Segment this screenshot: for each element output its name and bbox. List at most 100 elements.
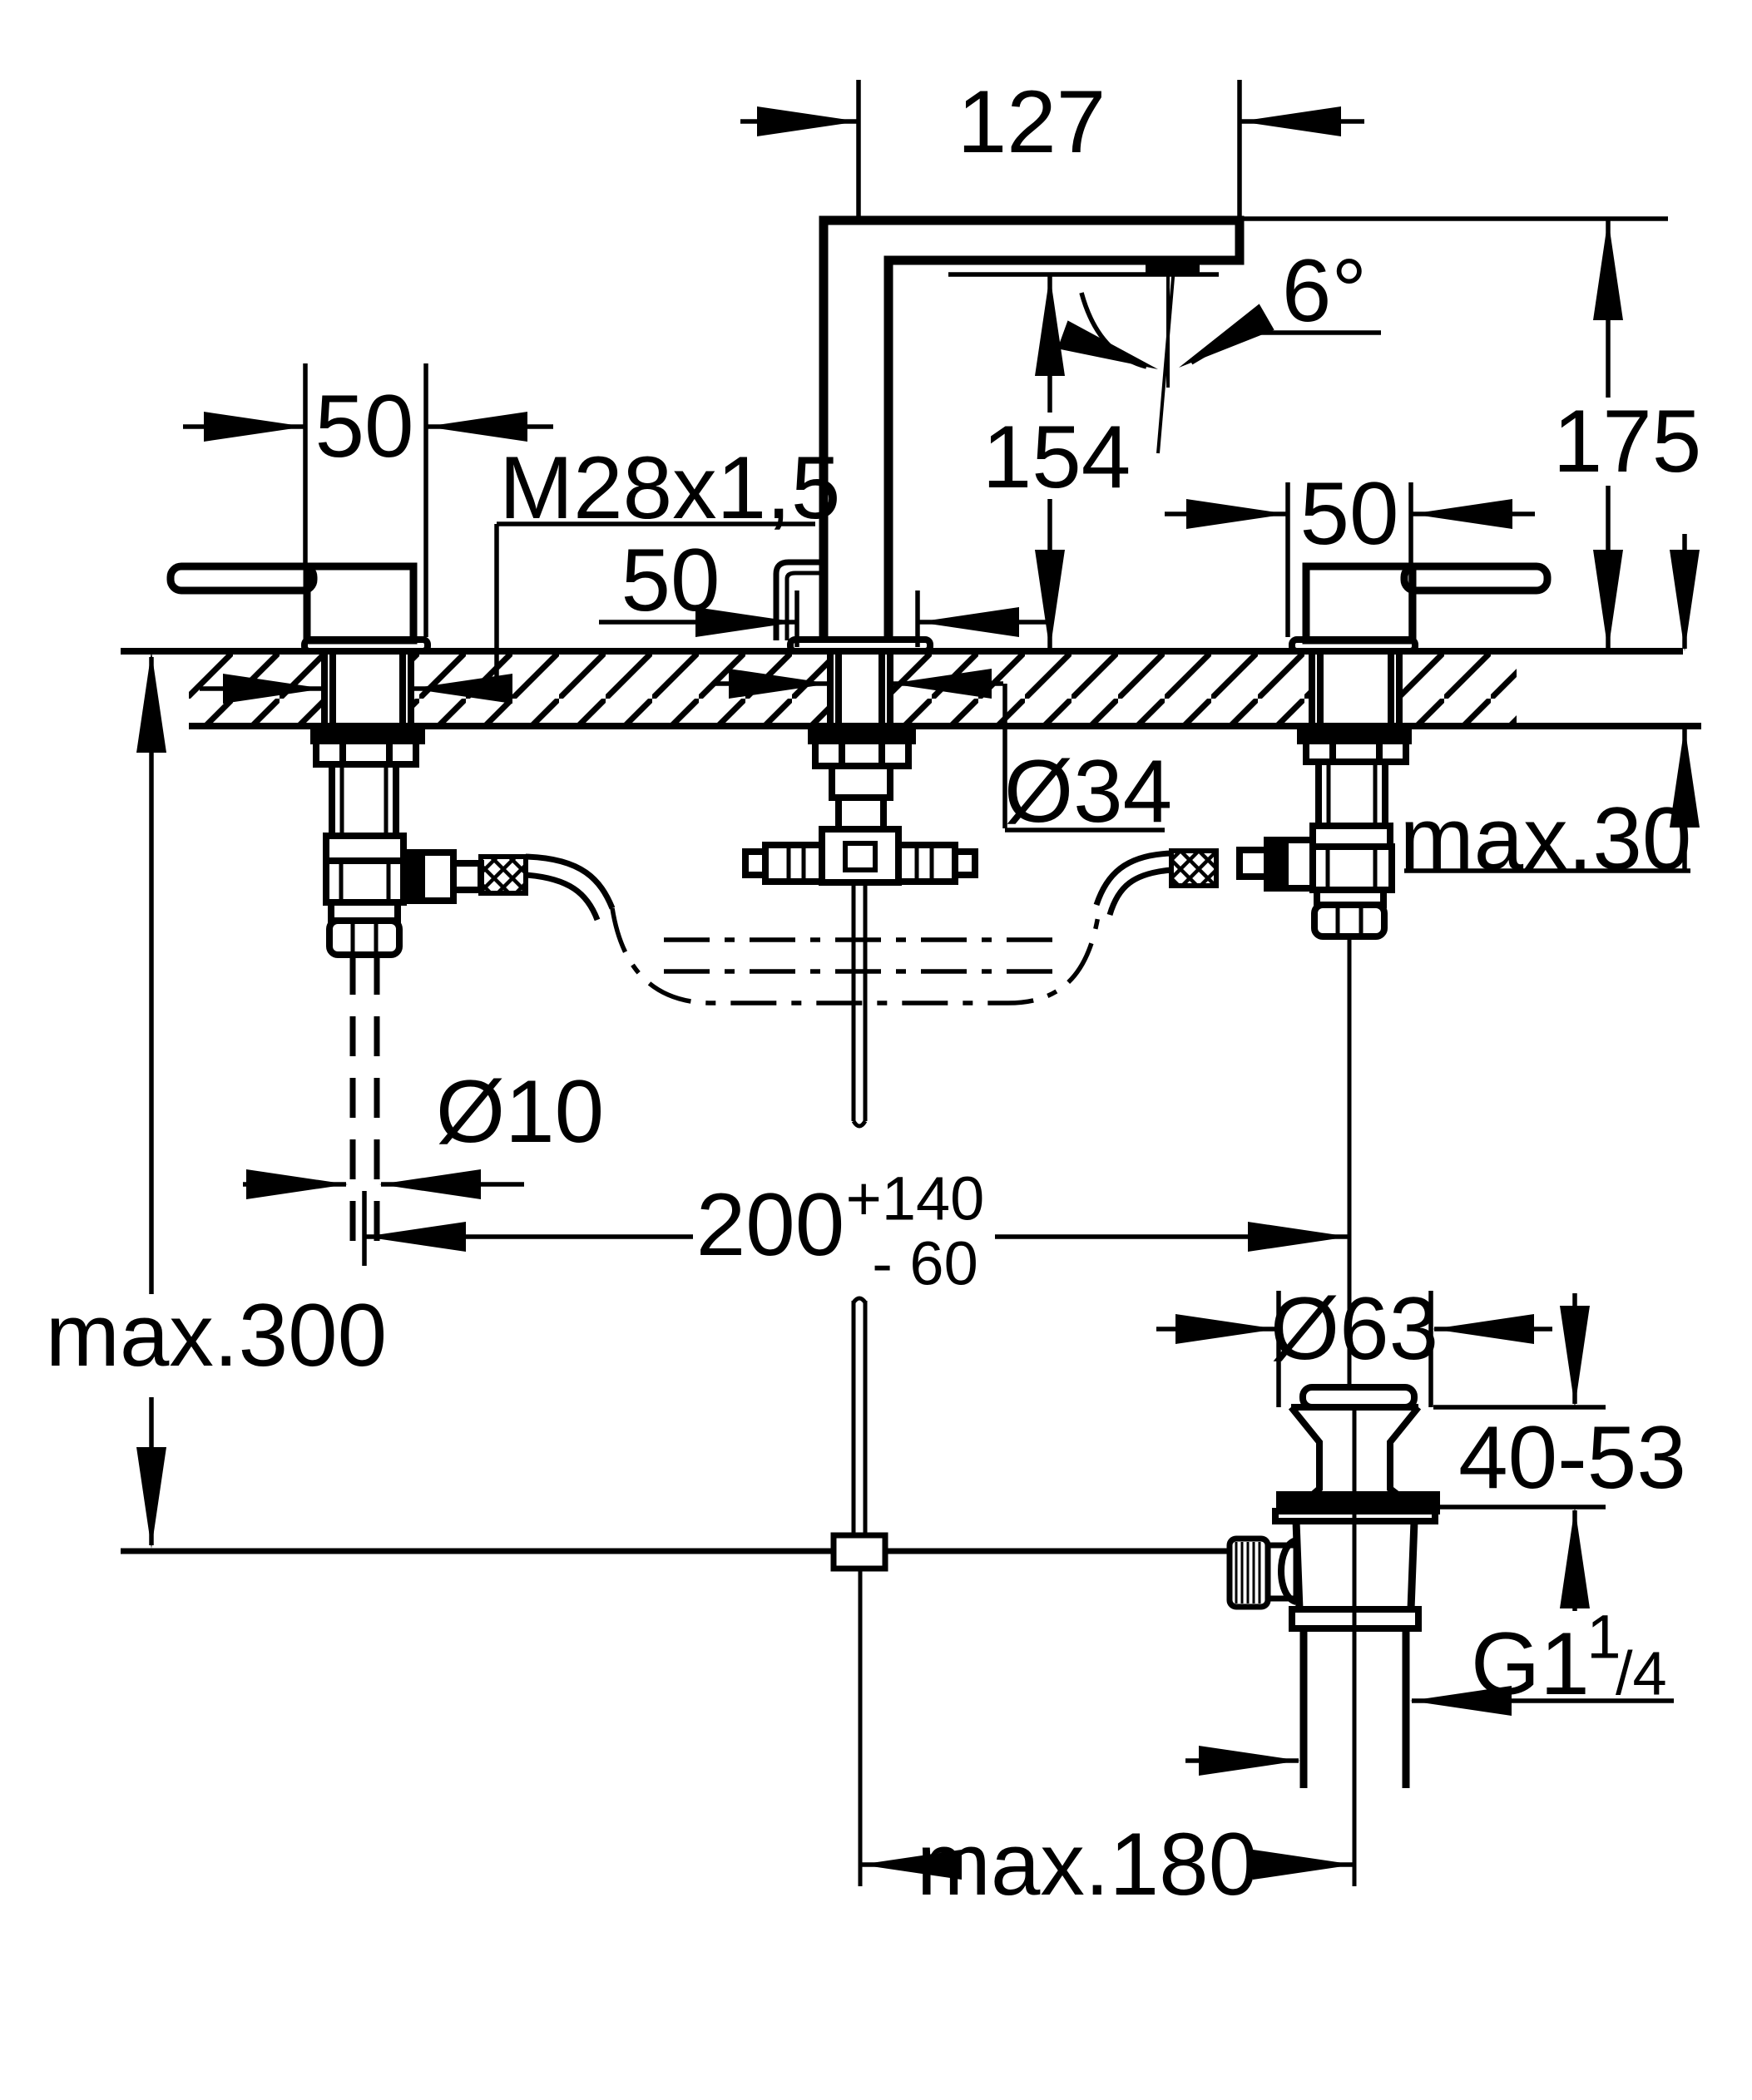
pop-up-rod-knob: [773, 559, 824, 640]
dimension-arrowhead: [1433, 1314, 1534, 1344]
dim-group-stud-diameter: Ø10: [243, 1061, 604, 1199]
right-handle-body: [1302, 562, 1417, 645]
dimension-arrowhead: [757, 106, 859, 136]
dim-group-spout-projection: 127: [740, 72, 1364, 219]
dim-max-mounting-depth: max.300: [46, 1285, 387, 1385]
dimension-arrowhead: [136, 1447, 166, 1549]
flexible-hose-loop: [610, 904, 1102, 1006]
dim-deck-hole-diameter: Ø34: [1004, 741, 1172, 841]
left-valve-assembly: [310, 723, 616, 1254]
dim-group-hole-spacing: 200 +140 - 60: [362, 1164, 1349, 1298]
dim-group-deck-max-thickness: max.30: [1400, 534, 1700, 888]
dim-deck-max-thickness: max.30: [1400, 788, 1692, 888]
pop-up-rod: [121, 882, 1230, 1886]
dimension-arrowhead: [1035, 274, 1065, 376]
left-handle-body: [303, 562, 418, 645]
dim-hole-spacing-tol-minus: - 60: [872, 1229, 978, 1298]
left-compression-nut: [326, 917, 403, 958]
spout-assembly: [773, 215, 1245, 655]
dim-spout-outlet-height: 154: [982, 407, 1131, 506]
dimension-arrowhead: [246, 1169, 348, 1199]
dimension-arrowhead: [860, 1850, 962, 1880]
dimension-arrowhead: [890, 669, 992, 699]
dim-waste-rod-offset: max.180: [917, 1814, 1258, 1914]
dimension-arrowhead: [364, 1222, 466, 1252]
dimension-arrowhead: [1179, 304, 1274, 368]
right-handle: [1289, 562, 1552, 655]
dim-group-spout-angle: 6°: [1057, 240, 1381, 369]
rod-clevis: [830, 1532, 888, 1572]
dimension-arrowhead: [729, 669, 830, 699]
dimension-arrowhead: [1670, 726, 1700, 828]
pull-rod-lower: [851, 1296, 868, 1537]
right-handle-lever: [1400, 562, 1552, 595]
tee-body: [819, 826, 902, 886]
dim-group-center-base-width: 50: [599, 530, 1050, 647]
spout-outlet-nozzle: [1146, 259, 1200, 276]
pop-up-waste-assembly: [1226, 1384, 1440, 1886]
left-flexible-hose: [525, 853, 616, 910]
water-stream-line: [1156, 267, 1175, 454]
dim-left-handle-width: 50: [314, 376, 413, 476]
spout-escutcheon: [787, 636, 933, 655]
dimension-arrowhead: [1411, 499, 1512, 529]
right-compression-nut: [1311, 902, 1388, 940]
dimension-arrowhead: [1593, 219, 1623, 320]
dimension-arrowhead: [1035, 550, 1065, 651]
hose-loop: [610, 904, 1102, 1006]
dim-waste-clamping-range: 40-53: [1458, 1407, 1686, 1507]
dimension-arrowhead: [1175, 1314, 1277, 1344]
dim-group-center-thread: M28x1,5: [200, 437, 840, 704]
dim-group-waste-rod-offset: max.180: [860, 1814, 1354, 1914]
right-valve-assembly: [1093, 723, 1412, 1391]
dimension-arrowhead: [426, 412, 527, 442]
dim-waste-thread-frac: /4: [1616, 1639, 1667, 1708]
dim-overall-height: 175: [1553, 391, 1702, 491]
shank-walls: [329, 651, 1394, 726]
dimension-arrowhead: [1593, 550, 1623, 651]
dimension-arrowhead: [1560, 1507, 1590, 1608]
countertop: [121, 648, 1701, 729]
dim-hole-spacing-value: 200: [696, 1174, 845, 1274]
left-handle-lever: [166, 562, 318, 595]
dim-group-spout-outlet-height: 154: [948, 272, 1219, 651]
dim-spout-angle: 6°: [1282, 240, 1367, 340]
dimension-arrowhead: [1186, 499, 1288, 529]
dim-spout-projection: 127: [958, 72, 1106, 171]
dimension-arrowhead: [1253, 1850, 1354, 1880]
dim-waste-flange-diameter: Ø63: [1270, 1278, 1438, 1378]
dimension-arrowhead: [204, 412, 305, 442]
right-flexible-hose: [1093, 850, 1172, 907]
left-threaded-stud: [349, 955, 380, 1254]
left-braided-hose-end: [478, 854, 528, 896]
dim-group-waste-flange-diameter: Ø63: [1156, 1278, 1552, 1407]
dimension-arrowhead: [918, 607, 1019, 637]
dim-group-waste-thread: G1 1 /4: [1185, 1603, 1674, 1776]
dim-group-left-handle-width: 50: [183, 363, 553, 637]
dimension-arrowhead: [1199, 1746, 1300, 1776]
dim-group-waste-clamping-range: 40-53: [1433, 1293, 1686, 1611]
dimension-arrowhead: [1240, 106, 1341, 136]
dimension-arrowhead: [1560, 1306, 1590, 1407]
dim-waste-thread-sup: 1: [1586, 1603, 1621, 1672]
dimension-arrowhead: [379, 1169, 481, 1199]
dimension-arrowhead: [1248, 1222, 1349, 1252]
dim-stud-diameter: Ø10: [436, 1061, 604, 1161]
dim-group-right-handle-width: 50: [1165, 463, 1535, 637]
left-handle-escutcheon: [301, 636, 431, 655]
right-handle-escutcheon: [1289, 636, 1418, 655]
dimension-arrowhead: [136, 651, 166, 753]
dimension-arrowhead: [411, 674, 512, 704]
left-handle: [166, 562, 431, 655]
dimension-arrowhead: [1057, 320, 1158, 369]
dim-group-max-mounting-depth: max.300: [46, 651, 387, 1549]
dim-group-deck-hole-diameter: Ø34: [715, 669, 1172, 841]
dim-hole-spacing-tol-plus: +140: [846, 1164, 985, 1233]
dim-center-thread: M28x1,5: [499, 437, 840, 537]
dim-group-overall-height: 175: [1241, 216, 1702, 651]
pull-rod-upper: [851, 882, 868, 1129]
dimension-arrowhead: [223, 674, 324, 704]
center-connector-assembly: [742, 723, 978, 886]
waste-knurled-adjuster: [1226, 1535, 1271, 1610]
